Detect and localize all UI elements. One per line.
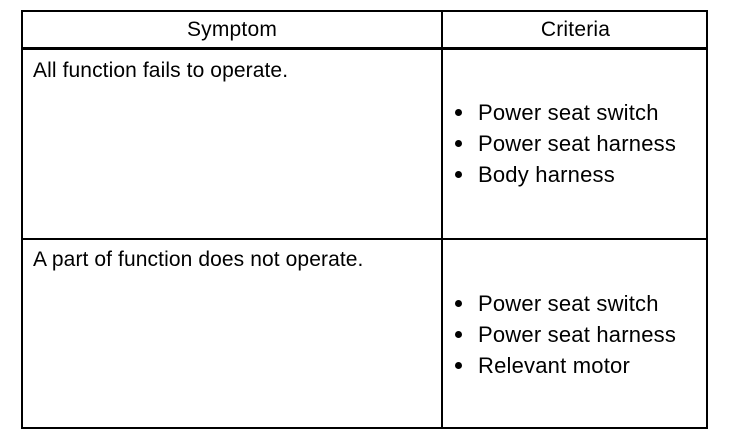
criteria-item-label: Body harness [478, 162, 615, 187]
symptom-criteria-table: Symptom Criteria All function fails to o… [21, 10, 708, 429]
bullet-icon [455, 171, 462, 178]
row-1-symptom: All function fails to operate. [33, 59, 289, 82]
bullet-icon [455, 362, 462, 369]
row-1-criteria-list: Power seat switch Power seat harness Bod… [453, 100, 676, 193]
column-divider [441, 12, 443, 427]
header-criteria: Criteria [540, 17, 611, 41]
criteria-item-label: Relevant motor [478, 353, 630, 378]
bullet-icon [455, 331, 462, 338]
row-divider [23, 238, 706, 240]
row-2-criteria-item: Relevant motor [453, 353, 676, 384]
row-2-criteria-item: Power seat switch [453, 291, 676, 322]
row-1-criteria-item: Power seat switch [453, 100, 676, 131]
row-2-symptom: A part of function does not operate. [33, 248, 364, 271]
bullet-icon [455, 140, 462, 147]
row-2-criteria-list: Power seat switch Power seat harness Rel… [453, 291, 676, 384]
bullet-icon [455, 109, 462, 116]
criteria-item-label: Power seat switch [478, 291, 659, 316]
criteria-item-label: Power seat harness [478, 322, 677, 347]
header-symptom: Symptom [186, 17, 278, 41]
row-1-criteria-item: Body harness [453, 162, 676, 193]
bullet-icon [455, 300, 462, 307]
criteria-item-label: Power seat harness [478, 131, 677, 156]
criteria-item-label: Power seat switch [478, 100, 659, 125]
row-2-criteria-item: Power seat harness [453, 322, 676, 353]
header-divider [23, 47, 706, 50]
row-1-criteria-item: Power seat harness [453, 131, 676, 162]
